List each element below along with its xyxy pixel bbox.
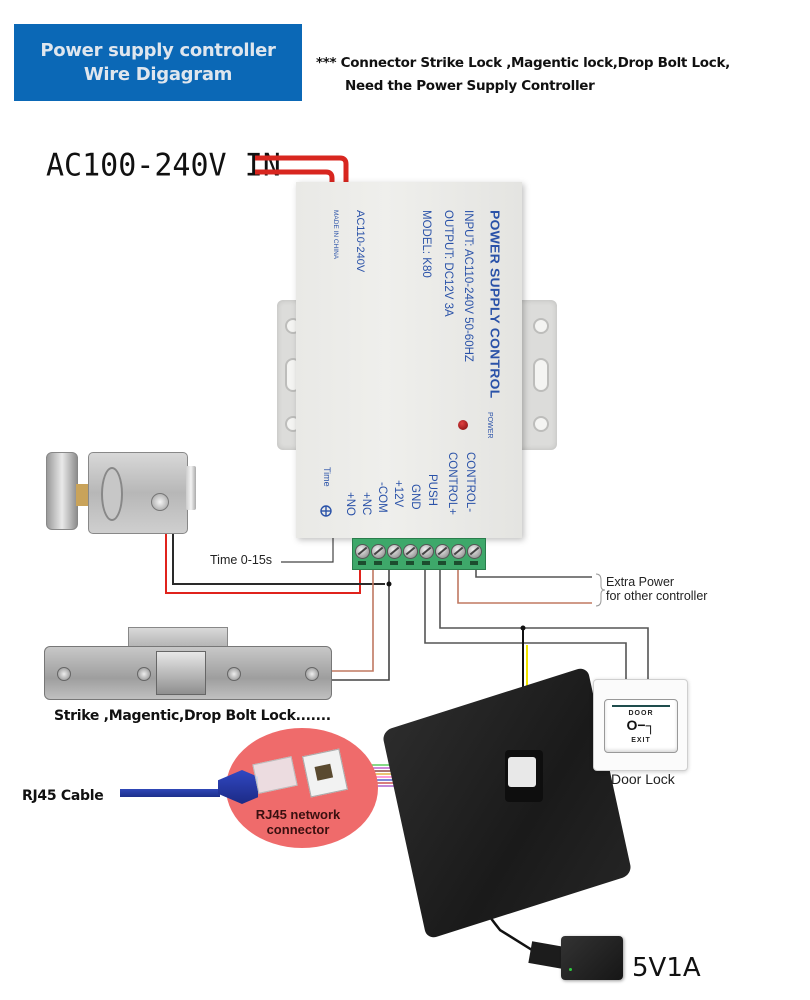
terminal-label-control-plus: CONTROL+ — [446, 452, 458, 515]
rj45-connector-label: RJ45 network connector — [238, 807, 358, 837]
terminal-screw-nc[interactable] — [371, 544, 386, 559]
terminal-pin — [390, 561, 398, 565]
strike-wire-brown — [330, 568, 374, 672]
rim-lock-handle — [186, 466, 196, 510]
terminal-label-control-minus: CONTROL- — [464, 452, 476, 513]
exit-button-door-text: DOOR — [628, 710, 654, 717]
strike-lock-label: Strike ,Magentic,Drop Bolt Lock....... — [54, 708, 331, 724]
terminal-pin — [374, 561, 382, 565]
rimlock-wire-black — [172, 532, 385, 585]
extra-power-wire-brown — [457, 568, 592, 604]
terminal-pin — [406, 561, 414, 565]
power-led-label: POWER — [486, 412, 493, 439]
strike-lock-keeper — [156, 651, 206, 695]
rj45-cable-label: RJ45 Cable — [22, 788, 104, 804]
rim-lock-body — [88, 452, 188, 534]
ac-wire-1 — [255, 155, 349, 184]
extra-power-label: Extra Power for other controller — [606, 575, 707, 603]
mount-hole — [533, 416, 549, 432]
extra-power-line-2: for other controller — [606, 589, 708, 603]
power-adapter — [561, 936, 623, 980]
strike-wire-black — [330, 568, 390, 681]
exit-button-plate: DOOR O−┐ EXIT — [593, 679, 688, 771]
adapter-rating-label: 5V1A — [632, 953, 701, 983]
junction-dot — [386, 581, 392, 587]
terminal-screw-com[interactable] — [387, 544, 402, 559]
mount-slot — [533, 358, 549, 392]
psu-ac-range: AC110-240V — [354, 210, 366, 273]
key-icon: O−┐ — [626, 717, 656, 733]
extra-power-wire-black — [475, 568, 592, 578]
psu-output-spec: OUTPUT: DC12V 3A — [442, 210, 454, 317]
rim-lock-cylinder-icon — [151, 493, 169, 511]
time-pot-label: Time — [322, 467, 332, 487]
rim-lock-keeper — [46, 452, 78, 530]
rimlock-wire-red — [165, 532, 361, 594]
terminal-label-push: PUSH — [426, 474, 438, 506]
title-line-2: Wire Digagram — [83, 63, 233, 85]
note-line-1: *** Connector Strike Lock ,Magentic lock… — [316, 55, 730, 71]
rj45-connector-line-1: RJ45 network — [255, 807, 341, 822]
terminal-label-no: +NO — [344, 492, 356, 516]
psu-title: POWER SUPPLY CONTROL — [487, 210, 503, 399]
terminal-label-nc: +NC — [360, 492, 372, 516]
door-exit-button[interactable]: DOOR O−┐ EXIT — [604, 699, 678, 753]
time-range-label: Time 0-15s — [210, 553, 273, 567]
extra-power-brace — [595, 573, 606, 607]
strike-screw — [227, 667, 241, 681]
ac-input-label: AC100-240V IN — [46, 147, 281, 184]
push-wire — [439, 568, 649, 679]
strike-screw — [137, 667, 151, 681]
rj45-connector-line-2: connector — [266, 822, 330, 837]
time-leader-line — [281, 538, 334, 563]
extra-power-line-1: Extra Power — [606, 575, 675, 589]
terminal-screw-control-plus[interactable] — [451, 544, 466, 559]
power-led-icon — [458, 420, 468, 430]
ac-wire-2 — [255, 169, 335, 184]
psu-model: MODEL: K80 — [420, 210, 432, 278]
time-potentiometer-icon[interactable] — [318, 500, 340, 522]
terminal-label-12v: +12V — [392, 480, 404, 508]
exit-button-exit-text: EXIT — [631, 737, 651, 744]
strike-screw — [57, 667, 71, 681]
terminal-block — [352, 538, 486, 570]
terminal-screw-no[interactable] — [355, 544, 370, 559]
rim-lock-bolt — [76, 484, 88, 506]
terminal-label-com: -COM — [376, 482, 388, 513]
psu-input-spec: INPUT: AC110-240V 50-60HZ — [462, 210, 474, 362]
header-note: *** Connector Strike Lock ,Magentic lock… — [316, 52, 730, 98]
adapter-led-icon — [569, 968, 572, 971]
door-lock-label: Door Lock — [611, 771, 675, 787]
terminal-screw-push[interactable] — [435, 544, 450, 559]
terminal-pin — [470, 561, 478, 565]
terminal-pin — [358, 561, 366, 565]
strike-screw — [305, 667, 319, 681]
terminal-screw-gnd[interactable] — [419, 544, 434, 559]
terminal-pin — [438, 561, 446, 565]
mount-hole — [533, 318, 549, 334]
terminal-screw-control-minus[interactable] — [467, 544, 482, 559]
terminal-label-gnd: GND — [409, 484, 421, 510]
rim-lock-logo-icon — [101, 467, 123, 521]
terminal-pin — [454, 561, 462, 565]
rj45-cable — [120, 789, 220, 797]
gnd-wire — [424, 568, 627, 679]
psu-made-in: MADE IN CHINA — [332, 210, 339, 260]
access-box-connector — [508, 757, 536, 787]
terminal-screw-12v[interactable] — [403, 544, 418, 559]
note-line-2: Need the Power Supply Controller — [345, 78, 595, 94]
title-line-1: Power supply controller — [40, 39, 276, 61]
exit-button-bar — [612, 705, 670, 707]
power-supply-controller: POWER SUPPLY CONTROL INPUT: AC110-240V 5… — [296, 182, 522, 538]
terminal-pin — [422, 561, 430, 565]
diagram-title-box: Power supply controller Wire Digagram — [14, 24, 302, 101]
